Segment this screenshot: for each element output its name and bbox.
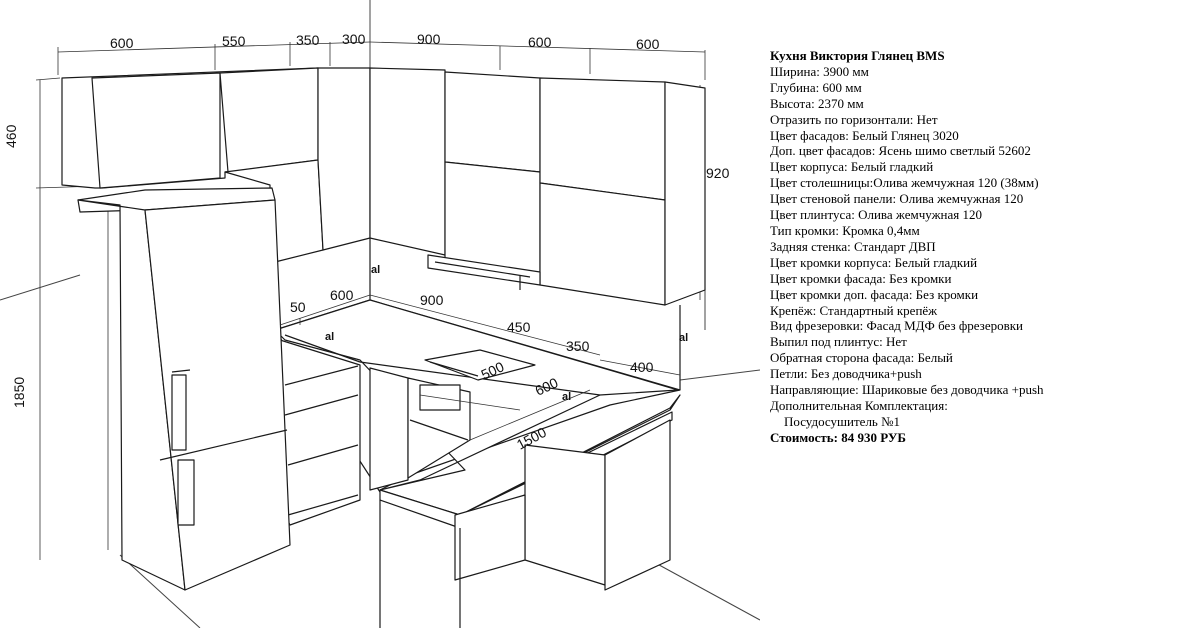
fridge [77,187,291,591]
spec-line: Высота: 2370 мм [770,95,864,111]
dim-counter-400: 400 [630,359,654,375]
dim-top-600-mid: 600 [528,34,552,50]
range-hood [427,254,541,290]
spec-line: Направляющие: Шариковые без доводчика +p… [770,382,1044,398]
spec-line: Выпил под плинтус: Нет [770,334,907,350]
spec-line: Цвет фасадов: Белый Глянец 3020 [770,127,959,143]
dim-left-460: 460 [3,124,19,148]
upper-cabinets-left [61,67,371,263]
spec-line: Тип кромки: Кромка 0,4мм [770,222,920,238]
dim-top-550: 550 [222,33,246,49]
dim-top-300: 300 [342,31,366,47]
al-mark: al [325,331,334,343]
dim-counter-900: 900 [420,292,444,308]
counter-dimension-lines [279,294,681,441]
spec-line: Цвет столешницы:Олива жемчужная 120 (38м… [770,175,1039,191]
dim-top-600-left: 600 [110,35,134,51]
dim-counter-350: 350 [566,338,590,354]
kitchen-isometric-drawing: 600 550 350 300 900 600 600 460 1850 920… [0,0,760,628]
dim-top-600-right: 600 [636,36,660,52]
spec-line: Доп. цвет фасадов: Ясень шимо светлый 52… [770,143,1031,159]
spec-list: Кухня Виктория Глянец BMS Ширина: 3900 м… [770,48,1190,446]
spec-line: Цвет кромки доп. фасада: Без кромки [770,286,979,302]
al-mark: al [371,264,380,276]
al-mark: al [679,332,688,344]
hob [424,349,536,381]
spec-line: Цвет кромки корпуса: Белый гладкий [770,254,978,270]
spec-line: Вид фрезеровки: Фасад МДФ без фрезеровки [770,318,1023,334]
dim-counter-600: 600 [330,287,354,303]
spec-line: Отразить по горизонтали: Нет [770,111,938,127]
spec-line: Ширина: 3900 мм [770,63,869,79]
spec-line: Дополнительная Комплектация: [770,397,948,413]
al-marks: al al al al [325,264,688,403]
dim-right-920: 920 [706,165,730,181]
spec-line: Цвет корпуса: Белый гладкий [770,159,934,175]
dim-top-350: 350 [296,32,320,48]
spec-price: Стоимость: 84 930 РУБ [770,429,906,445]
spec-line: Крепёж: Стандартный крепёж [770,302,938,318]
spec-line: Цвет стеновой панели: Олива жемчужная 12… [770,191,1024,207]
spec-line: Глубина: 600 мм [770,79,862,95]
dim-counter-450: 450 [507,319,531,335]
spec-line: Цвет кромки фасада: Без кромки [770,270,952,286]
dim-counter-50: 50 [290,299,306,315]
dim-left-1850: 1850 [11,377,27,408]
dim-top-900: 900 [417,31,441,47]
al-mark: al [562,391,571,403]
upper-cabinets-right [369,67,706,306]
spec-title: Кухня Виктория Глянец BMS [770,48,945,63]
spec-line: Обратная сторона фасада: Белый [770,350,953,366]
spec-line: Задняя стенка: Стандарт ДВП [770,238,936,254]
lower-cabinets [279,339,671,628]
spec-line: Петли: Без доводчика+push [770,366,922,382]
spec-extra-item: Посудосушитель №1 [784,413,901,429]
spec-line: Цвет плинтуса: Олива жемчужная 120 [770,207,983,223]
